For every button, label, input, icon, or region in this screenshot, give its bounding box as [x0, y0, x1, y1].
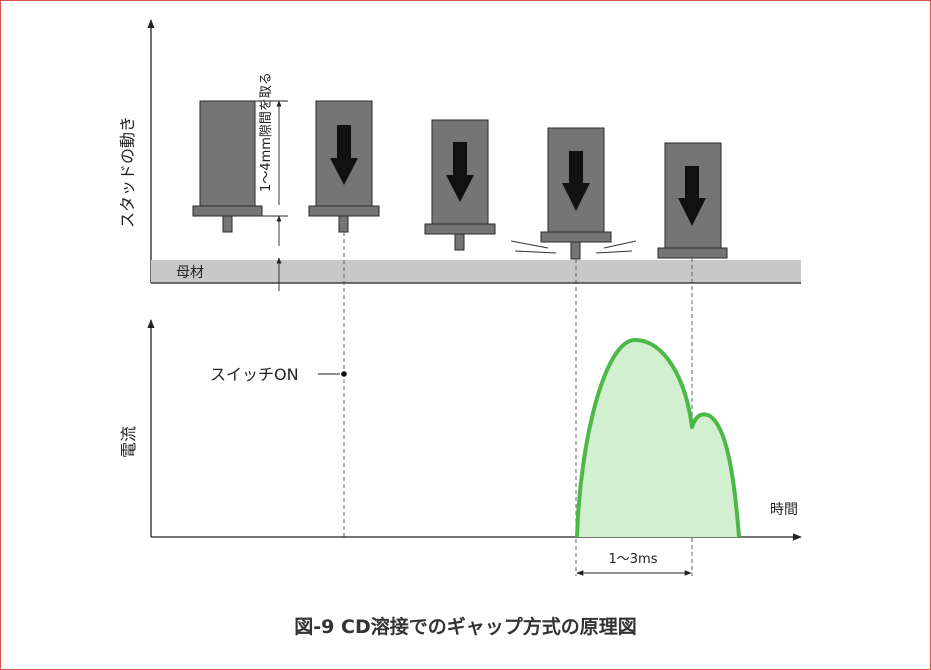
gap-annotation: 1～4mm隙間を取る — [255, 72, 288, 291]
spark-lines-icon — [510, 240, 637, 254]
stud-2 — [308, 100, 380, 233]
base-material — [151, 260, 801, 283]
switch-on-point — [341, 371, 347, 377]
time-axis-label: 時間 — [770, 502, 798, 518]
stud-motion-panel: スタッドの動き 母材 — [118, 19, 801, 291]
down-arrow-icon — [446, 142, 474, 202]
stud-flange — [540, 231, 612, 243]
figure-caption: 図-9 CD溶接でのギャップ方式の原理図 — [294, 616, 637, 638]
stud-flange — [657, 247, 728, 259]
stud-body — [199, 100, 256, 207]
current-waveform-fill — [577, 340, 739, 537]
down-arrow-icon — [562, 151, 590, 211]
stud-y-axis-label: スタッドの動き — [118, 116, 137, 228]
stud-flange — [424, 223, 496, 235]
stud-5 — [657, 142, 728, 259]
duration-annotation: 1～3ms — [576, 552, 692, 576]
stud-tip — [338, 215, 349, 233]
stud-4 — [510, 127, 637, 260]
stud-tip — [222, 215, 233, 233]
stud-1 — [192, 100, 263, 233]
current-waveform — [575, 338, 741, 538]
current-y-axis-label: 電流 — [119, 426, 138, 458]
stud-tip — [454, 233, 465, 251]
stud-flange — [192, 205, 263, 217]
stud-tip — [570, 241, 581, 260]
stud-3 — [424, 119, 496, 251]
down-arrow-icon — [330, 125, 358, 185]
current-panel: 電流 時間 スイッチON 1～3ms — [119, 319, 802, 576]
duration-label: 1～3ms — [609, 552, 658, 567]
stud-flange — [308, 205, 380, 217]
gap-label: 1～4mm隙間を取る — [259, 72, 274, 192]
switch-on-label: スイッチON — [210, 365, 299, 384]
down-arrow-icon — [678, 166, 706, 226]
base-material-label: 母材 — [176, 265, 204, 281]
timing-guide-lines — [343, 232, 693, 576]
